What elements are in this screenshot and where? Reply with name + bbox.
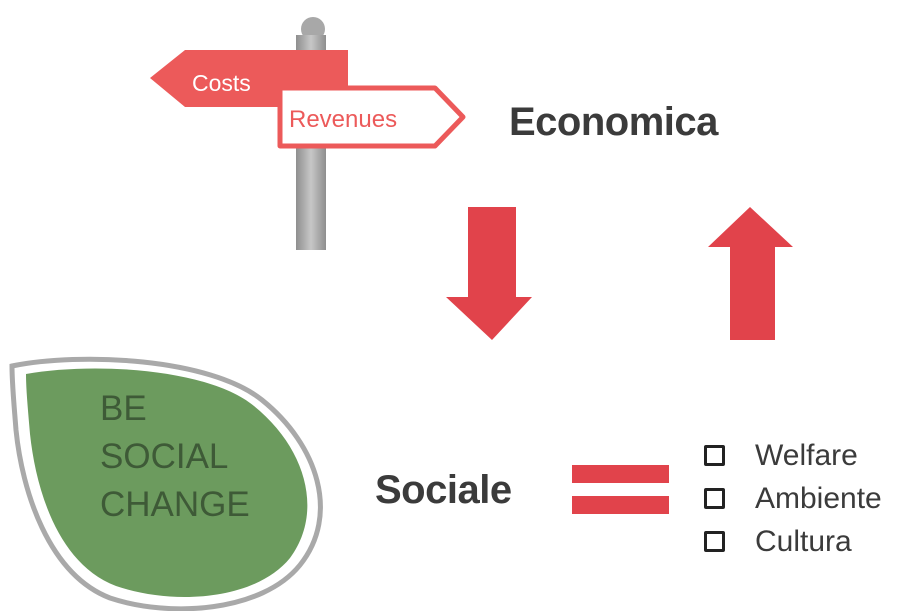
costs-sign-label: Costs: [192, 70, 251, 96]
list-item-label: Ambiente: [755, 481, 882, 515]
down-arrow-icon: [446, 207, 532, 340]
badge-text: BE SOCIAL CHANGE: [100, 389, 250, 524]
bullet-list: Welfare Ambiente Cultura: [704, 434, 882, 563]
equals-top-bar: [572, 465, 669, 483]
list-item-label: Welfare: [755, 438, 858, 472]
checkbox-icon: [704, 531, 725, 552]
up-arrow-icon: [708, 207, 793, 340]
badge-fill: [26, 368, 308, 598]
list-item-label: Cultura: [755, 524, 852, 558]
signpost-graphic: Costs Revenues: [150, 17, 466, 250]
arrows-graphic: [446, 207, 793, 340]
equals-bottom-bar: [572, 496, 669, 514]
equals-sign: [572, 465, 669, 514]
revenues-sign-label: Revenues: [289, 106, 397, 133]
badge-line-1: BE: [100, 389, 147, 428]
checkbox-icon: [704, 445, 725, 466]
economica-label: Economica: [509, 100, 718, 144]
list-item: Welfare: [704, 434, 882, 477]
checkbox-icon: [704, 488, 725, 509]
list-item: Ambiente: [704, 477, 882, 520]
revenues-sign: [277, 85, 466, 149]
be-social-change-badge: BE SOCIAL CHANGE: [9, 356, 323, 611]
badge-line-3: CHANGE: [100, 485, 250, 524]
sociale-label: Sociale: [375, 468, 512, 512]
badge-line-2: SOCIAL: [100, 437, 228, 476]
list-item: Cultura: [704, 520, 882, 563]
